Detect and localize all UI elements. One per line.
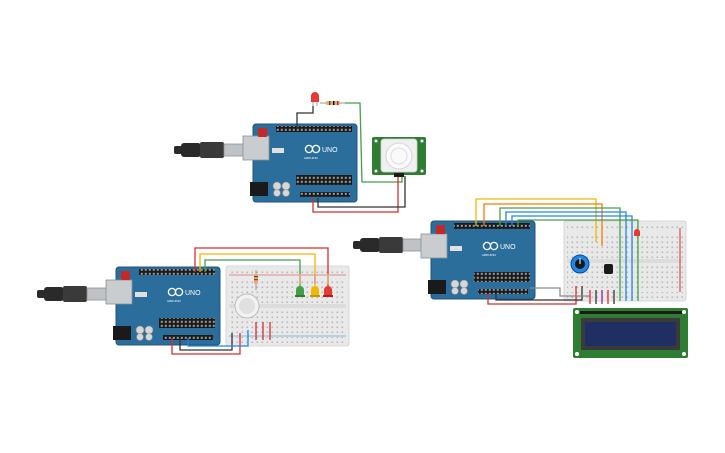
wires-traffic (171, 247, 329, 355)
red-led-indicator[interactable] (311, 92, 319, 106)
reset-button[interactable] (436, 225, 445, 234)
arduino-logo-icon (482, 241, 499, 251)
arduino-logo-icon (304, 144, 321, 154)
resistors-leds (299, 274, 329, 284)
circuit-lcd: UNO ARDUINO (353, 198, 688, 358)
push-button[interactable] (234, 293, 260, 319)
board-model-label: UNO (322, 147, 338, 154)
pir-motion-sensor[interactable] (372, 137, 426, 177)
reset-button[interactable] (121, 271, 130, 280)
resistor[interactable] (320, 101, 345, 105)
potentiometer[interactable] (570, 254, 590, 274)
arduino-logo-icon (167, 287, 184, 297)
arduino-uno-board[interactable]: UNO ARDUINO (105, 266, 221, 346)
board-brand-label: ARDUINO (482, 253, 497, 257)
circuit-traffic: UNO ARDUINO (37, 247, 350, 355)
lcd-16x2[interactable] (573, 308, 688, 358)
board-model-label: UNO (185, 290, 201, 297)
circuit-pir: UNO ARDUINO (174, 92, 426, 213)
board-model-label: UNO (500, 244, 516, 251)
yellow-led[interactable] (310, 286, 320, 297)
red-led[interactable] (323, 286, 333, 297)
usb-cable-icon[interactable] (353, 237, 426, 253)
usb-cable-icon[interactable] (174, 142, 247, 158)
board-brand-label: ARDUINO (304, 156, 319, 160)
reset-button[interactable] (258, 128, 267, 137)
arduino-uno-board[interactable]: UNO ARDUINO (242, 123, 358, 203)
red-led[interactable] (634, 229, 640, 236)
board-brand-label: ARDUINO (167, 299, 182, 303)
wires-pir (296, 102, 406, 213)
breadboard[interactable] (563, 220, 687, 302)
usb-cable-icon[interactable] (37, 286, 110, 302)
resistor[interactable] (254, 270, 258, 290)
green-led[interactable] (295, 286, 305, 297)
arduino-uno-board[interactable]: UNO ARDUINO (420, 220, 536, 300)
wires-lcd (475, 198, 639, 305)
temperature-sensor-icon[interactable] (604, 264, 613, 274)
